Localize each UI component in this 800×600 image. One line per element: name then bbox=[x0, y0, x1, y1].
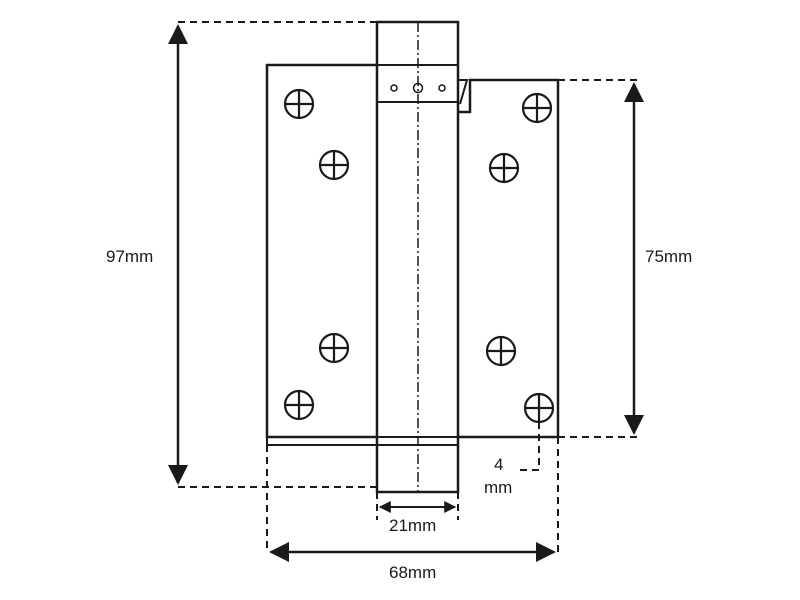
screw-hole-right-3 bbox=[485, 335, 517, 367]
screw-hole-left-1 bbox=[283, 88, 315, 120]
screw-hole-right-4 bbox=[523, 392, 555, 424]
screw-hole-left-3 bbox=[318, 332, 350, 364]
right-hinge-leaf bbox=[458, 78, 560, 439]
screw-hole-right-1 bbox=[521, 92, 553, 124]
left-hinge-leaf bbox=[265, 63, 377, 446]
screw-hole-left-4 bbox=[283, 389, 315, 421]
screw-hole-right-2 bbox=[488, 152, 520, 184]
adjust-hole-center bbox=[412, 82, 424, 94]
label-21mm: 21mm bbox=[389, 516, 436, 535]
label-97mm: 97mm bbox=[106, 247, 153, 266]
label-4mm-unit: mm bbox=[484, 478, 512, 497]
screw-holes bbox=[283, 88, 555, 424]
extension-lines bbox=[178, 21, 638, 552]
screw-hole-left-2 bbox=[318, 149, 350, 181]
hinge-knuckle bbox=[375, 20, 460, 494]
label-75mm: 75mm bbox=[645, 247, 692, 266]
label-68mm: 68mm bbox=[389, 563, 436, 582]
label-4mm-value: 4 bbox=[494, 455, 503, 474]
adjust-hole-left bbox=[390, 84, 398, 92]
adjust-hole-right bbox=[438, 84, 446, 92]
